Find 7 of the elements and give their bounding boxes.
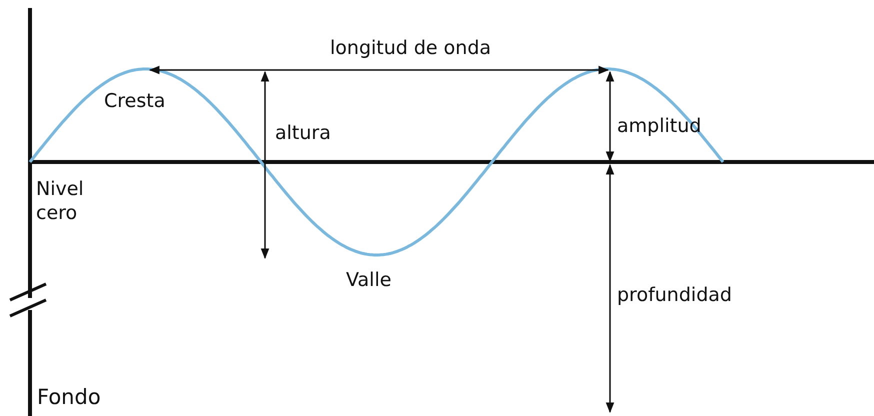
part-label: Nivel cero (36, 177, 85, 225)
dimension-label: profundidad (617, 283, 732, 307)
dimension-label: altura (275, 121, 331, 145)
part-label: Fondo (37, 385, 101, 409)
part-label: Valle (346, 268, 392, 292)
dimension-label: longitud de onda (330, 36, 492, 60)
part-label: Cresta (104, 89, 166, 113)
